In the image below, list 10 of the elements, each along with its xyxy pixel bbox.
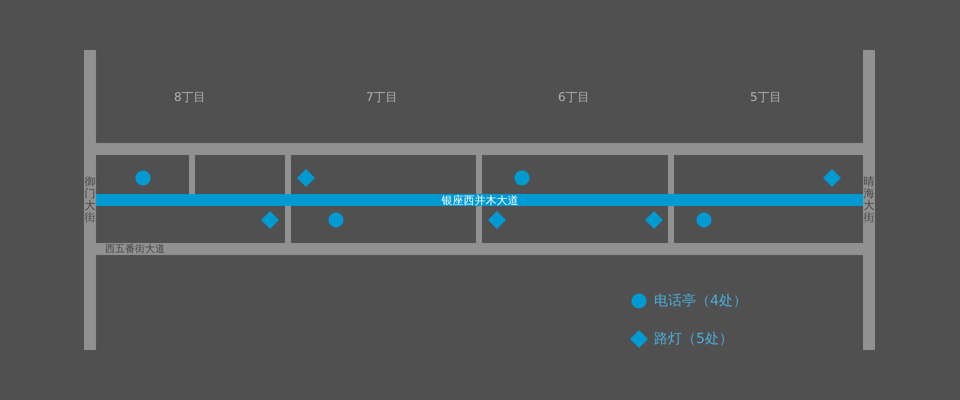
- district-label: 6丁目: [558, 91, 590, 103]
- district-label: 7丁目: [366, 91, 398, 103]
- district-label: 8丁目: [174, 91, 206, 103]
- street-label: 晴海大街: [864, 176, 874, 224]
- district-label: 5丁目: [750, 91, 782, 103]
- street-label: 银座西并木大道: [442, 194, 518, 206]
- street-label: 御门大街: [84, 176, 96, 224]
- legend-label: 路灯（5处）: [654, 332, 733, 346]
- legend-label: 电话亭（4处）: [654, 294, 747, 308]
- street-label: 西五番街大道: [105, 245, 165, 255]
